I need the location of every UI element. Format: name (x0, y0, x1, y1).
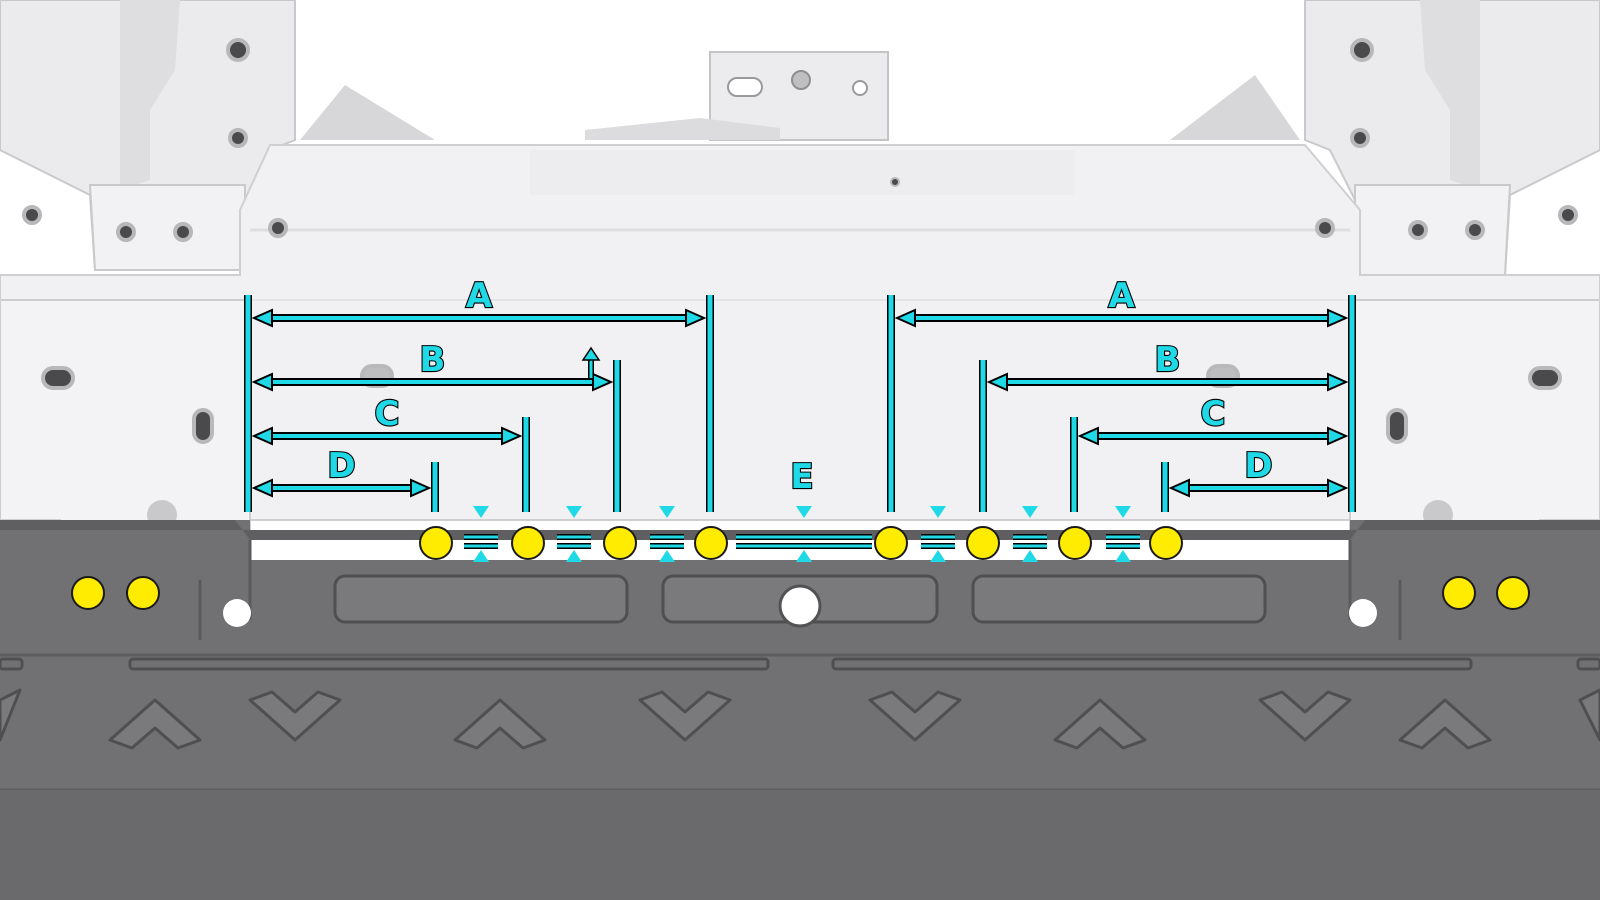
gap-marker-5 (1013, 506, 1047, 562)
left-dimension-label-c: C (375, 394, 400, 434)
right-dimension-arrow-d (1168, 478, 1349, 498)
location-dot-4 (694, 526, 728, 560)
left-dimension-arrow-c (251, 426, 523, 446)
right-dimension-arrow-c (1077, 426, 1349, 446)
location-dot-6 (966, 526, 1000, 560)
gap-marker-1 (464, 506, 498, 562)
frame-holes (22, 38, 1578, 242)
left-dimension-label-a: A (466, 276, 493, 316)
left-dimension-arrow-d (251, 478, 432, 498)
left-mount-plate (88, 184, 246, 271)
gap-marker-center (736, 506, 872, 562)
location-dot-10 (126, 576, 160, 610)
cross-member (0, 144, 1600, 521)
location-dot-11 (1442, 576, 1476, 610)
location-dot-9 (71, 576, 105, 610)
left-dimension-arrow-a (251, 308, 707, 328)
center-top-tab (709, 51, 889, 141)
right-dimension-label-d: D (1244, 446, 1272, 486)
gap-marker-6 (1106, 506, 1140, 562)
right-mount-plate (1354, 184, 1512, 276)
gap-marker-2 (557, 506, 591, 562)
gap-marker-3 (650, 506, 684, 562)
left-dimension-label-d: D (327, 446, 355, 486)
left-dimension-arrow-b (251, 372, 614, 392)
panel-center-hole (778, 584, 822, 628)
gap-marker-4 (921, 506, 955, 562)
location-dot-8 (1149, 526, 1183, 560)
location-dot-3 (603, 526, 637, 560)
location-dot-1 (419, 526, 453, 560)
location-dot-2 (511, 526, 545, 560)
center-dimension-label-e: E (790, 457, 813, 497)
vertical-offset-arrow-icon (581, 346, 601, 378)
right-dimension-label-c: C (1201, 394, 1226, 434)
chevron-embossing (0, 688, 1600, 750)
right-dimension-label-b: B (1155, 340, 1181, 380)
location-dot-5 (874, 526, 908, 560)
right-dimension-arrow-a (894, 308, 1349, 328)
right-dimension-arrow-b (986, 372, 1349, 392)
location-dot-12 (1496, 576, 1530, 610)
right-dimension-label-a: A (1108, 276, 1135, 316)
location-dot-7 (1058, 526, 1092, 560)
left-dimension-label-b: B (420, 340, 446, 380)
